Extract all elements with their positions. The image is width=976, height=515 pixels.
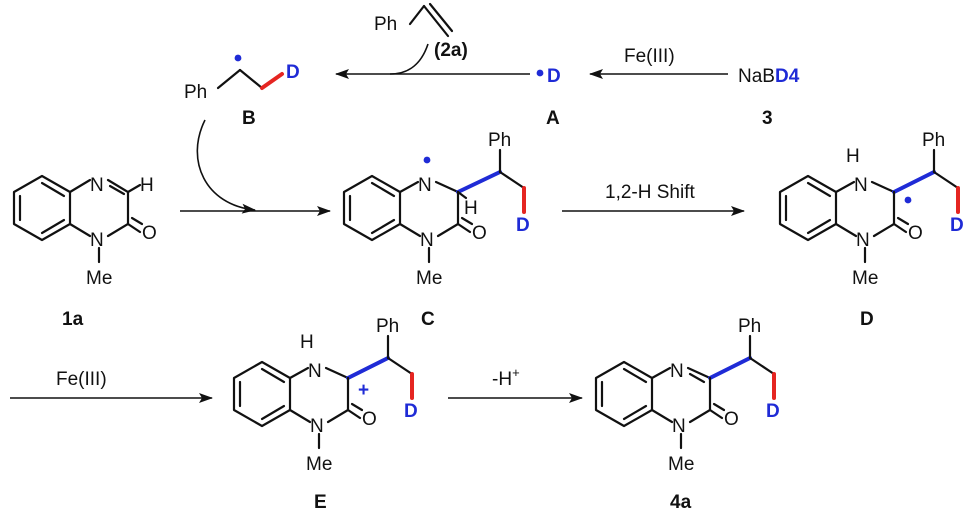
svg-text:O: O xyxy=(724,409,739,430)
svg-text:N: N xyxy=(308,361,322,382)
svg-text:Me: Me xyxy=(86,268,112,289)
svg-text:N: N xyxy=(90,230,104,251)
new-bond-D xyxy=(892,170,936,194)
svg-text:H: H xyxy=(140,175,154,196)
compound-4a: N Ph O D N Me xyxy=(594,316,780,475)
styrene-2a: Ph (2a) xyxy=(374,2,468,61)
svg-text:O: O xyxy=(472,223,487,244)
svg-text:Me: Me xyxy=(306,454,332,475)
radical-dot-A xyxy=(536,69,544,77)
svg-text:Ph: Ph xyxy=(738,316,761,337)
svg-text:Me: Me xyxy=(668,454,694,475)
reagent-minus-h: -H+ xyxy=(492,365,520,390)
cd-bond-B xyxy=(260,72,284,90)
label-compound-E: E xyxy=(314,492,327,513)
radical-dot-B xyxy=(234,54,242,62)
new-bond-E xyxy=(346,356,390,380)
svg-text:H: H xyxy=(846,146,860,167)
carbocation-plus: + xyxy=(358,380,369,401)
compound-1a: N H O N Me xyxy=(12,174,157,289)
label-compound-D: D xyxy=(860,309,874,330)
svg-text:N: N xyxy=(90,175,104,196)
reagent-fe-bottom: Fe(III) xyxy=(56,369,107,390)
svg-text:D: D xyxy=(516,215,530,236)
svg-text:Ph: Ph xyxy=(376,316,399,337)
svg-text:N: N xyxy=(856,230,870,251)
new-bond-4a xyxy=(708,356,752,380)
label-compound-C: C xyxy=(421,309,435,330)
svg-text:N: N xyxy=(670,361,684,382)
svg-text:O: O xyxy=(362,409,377,430)
radical-dot-D xyxy=(904,196,912,204)
svg-text:D: D xyxy=(404,401,418,422)
svg-text:NaBD4: NaBD4 xyxy=(738,66,800,87)
label-compound-4a: 4a xyxy=(670,492,692,513)
compound-D: H N Ph O D N Me xyxy=(778,130,964,289)
deuterium-radical-A: D xyxy=(547,66,561,87)
reagent-nabd4: NaBD4 xyxy=(738,66,800,87)
curved-arrow-B-to-C xyxy=(196,119,256,214)
svg-text:N: N xyxy=(854,175,868,196)
svg-text:Ph: Ph xyxy=(488,130,511,151)
radical-B: Ph D xyxy=(184,54,300,103)
label-compound-1a: 1a xyxy=(62,309,84,330)
svg-text:N: N xyxy=(310,416,324,437)
compound-E: H N + Ph O D N Me xyxy=(232,316,418,475)
deuterium-B: D xyxy=(286,62,300,83)
svg-text:N: N xyxy=(418,175,432,196)
reagent-fe-top: Fe(III) xyxy=(624,46,675,67)
svg-text:Me: Me xyxy=(416,268,442,289)
svg-text:D: D xyxy=(766,401,780,422)
svg-text:H: H xyxy=(300,332,314,353)
label-compound-2a: (2a) xyxy=(434,40,468,61)
svg-text:Ph: Ph xyxy=(922,130,945,151)
svg-text:N: N xyxy=(420,230,434,251)
label-compound-A: A xyxy=(546,108,560,129)
svg-text:N: N xyxy=(672,416,686,437)
radical-dot-C xyxy=(423,156,431,164)
radical-B-ph: Ph xyxy=(184,82,207,103)
styrene-ph: Ph xyxy=(374,14,397,35)
label-compound-B: B xyxy=(242,108,256,129)
svg-text:H: H xyxy=(464,198,478,219)
reagent-h-shift: 1,2-H Shift xyxy=(605,182,695,203)
svg-text:Me: Me xyxy=(852,268,878,289)
svg-text:O: O xyxy=(142,223,157,244)
compound-C: N Ph H O D N Me xyxy=(342,130,530,289)
new-bond-C xyxy=(456,170,502,194)
svg-text:D: D xyxy=(950,215,964,236)
curved-arrow-2a xyxy=(389,43,429,75)
label-compound-3: 3 xyxy=(762,108,773,129)
svg-text:O: O xyxy=(908,223,923,244)
